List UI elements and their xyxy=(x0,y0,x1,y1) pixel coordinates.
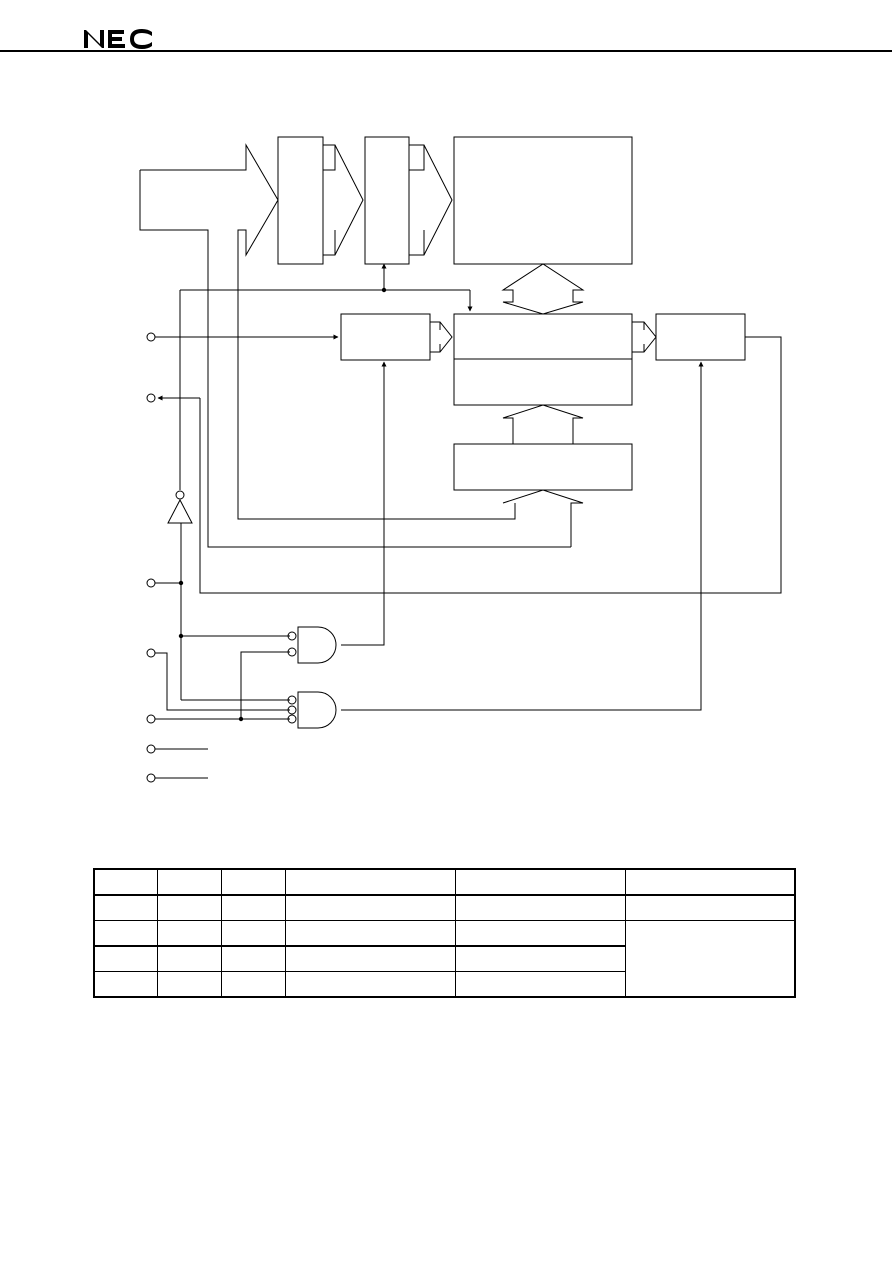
and1-output-to-input-buffer xyxy=(341,361,387,645)
header-rule xyxy=(0,50,892,52)
table-cell xyxy=(624,894,796,921)
table-cell xyxy=(156,920,222,947)
table-cell xyxy=(156,971,222,998)
table-cell xyxy=(624,868,796,896)
table-cell xyxy=(284,971,456,998)
table-cell xyxy=(156,945,222,972)
address-bus-arrow xyxy=(384,490,583,547)
memory-array-block xyxy=(454,137,632,264)
table-cell xyxy=(454,894,626,921)
table-cell xyxy=(454,945,626,972)
table-cell xyxy=(220,868,286,896)
input-bus-arrow xyxy=(140,145,571,547)
table-cell xyxy=(156,868,222,896)
table-cell xyxy=(156,894,222,921)
oe-to-and1-wire xyxy=(241,652,290,719)
table-cell xyxy=(284,868,456,896)
and2-bubble-1 xyxy=(288,696,296,704)
table-cell xyxy=(454,920,626,947)
output-return-wire xyxy=(200,337,781,593)
write-enable-pin xyxy=(147,649,155,657)
and1-bubble-2 xyxy=(288,648,296,656)
table-cell xyxy=(284,894,456,921)
bus-arrow-3 xyxy=(430,322,452,352)
table-cell xyxy=(220,894,286,921)
data-output-pin xyxy=(147,394,155,402)
table-header-row xyxy=(93,868,796,896)
bus-arrow-1 xyxy=(323,145,363,255)
bus-arrow-4 xyxy=(632,322,656,352)
junction-dot xyxy=(178,580,184,586)
and2-bubble-3 xyxy=(288,715,296,723)
truth-table xyxy=(93,868,796,998)
table-cell xyxy=(93,920,158,947)
vcc-pin xyxy=(147,745,155,753)
write-enable-line xyxy=(155,653,290,710)
and-gate-1 xyxy=(298,627,336,663)
bidirectional-bus-arrow xyxy=(503,264,583,314)
junction-dot xyxy=(178,633,184,639)
table-cell xyxy=(93,945,158,972)
input-buffer-triangle xyxy=(168,500,192,523)
junction-dot xyxy=(238,716,244,722)
table-cell xyxy=(220,920,286,947)
table-cell xyxy=(454,971,626,998)
bus-arrow-2 xyxy=(409,145,452,255)
and2-output-to-output-buffer xyxy=(341,361,704,710)
table-row xyxy=(93,945,795,972)
table-row xyxy=(93,971,795,998)
nec-logo xyxy=(84,29,152,49)
and-gate-2 xyxy=(298,692,336,728)
table-cell xyxy=(93,868,158,896)
output-buffer-block xyxy=(656,314,745,360)
table-cell xyxy=(220,945,286,972)
table-cell xyxy=(93,894,158,921)
data-input-pin xyxy=(147,333,155,341)
and2-bubble-2 xyxy=(288,706,296,714)
output-enable-pin xyxy=(147,715,155,723)
table-cell xyxy=(93,971,158,998)
input-buffer-block xyxy=(341,314,430,360)
shift-register-block xyxy=(278,137,323,264)
table-cell xyxy=(284,945,456,972)
table-cell xyxy=(220,971,286,998)
junction-dot xyxy=(381,287,387,293)
table-cell-merged xyxy=(624,920,796,998)
decoder-block xyxy=(454,444,632,490)
latch-block xyxy=(365,137,409,264)
table-row xyxy=(93,894,796,921)
and1-bubble-1 xyxy=(288,632,296,640)
table-cell xyxy=(284,920,456,947)
decoder-up-arrow xyxy=(503,405,583,444)
bus-arrow-1-shaft xyxy=(323,145,335,255)
table-row xyxy=(93,920,796,998)
gnd-pin xyxy=(147,774,155,782)
inverter-bubble xyxy=(176,491,184,499)
table-cell xyxy=(454,868,626,896)
chip-select-pin xyxy=(147,579,155,587)
